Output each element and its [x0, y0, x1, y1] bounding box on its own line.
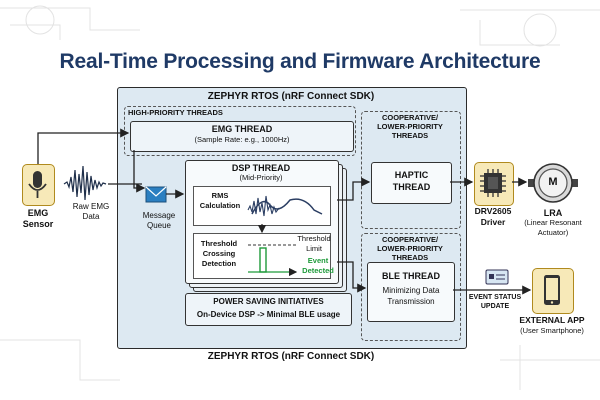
- coop-top-line1: COOPERATIVE/: [381, 113, 439, 122]
- threshold-label-line1: Threshold: [200, 239, 238, 248]
- coop-bottom-line2: LOWER-PRIORITY: [377, 244, 443, 253]
- main-title: Real-Time Processing and Firmware Archit…: [59, 50, 541, 73]
- ble-thread-sub1: Minimizing Data: [382, 286, 440, 295]
- event-status-line1: EVENT STATUS: [468, 294, 522, 301]
- driver-line2: Driver: [480, 217, 506, 227]
- dsp-thread-title: DSP THREAD: [231, 163, 291, 173]
- dsp-to-ble-arrow: [337, 261, 367, 293]
- haptic-thread-line1: HAPTIC: [394, 170, 429, 180]
- rtos-title-top: ZEPHYR RTOS (nRF Connect SDK): [207, 91, 375, 102]
- dsp-thread-sub: (Mid-Priority): [239, 173, 283, 182]
- threshold-label-line3: Detection: [201, 259, 237, 268]
- threshold-limit-line2: Limit: [306, 244, 322, 253]
- power-saving-title: POWER SAVING INITIATIVES: [213, 297, 324, 306]
- envelope-icon: [145, 186, 167, 203]
- emg-thread-title: EMG THREAD: [211, 124, 273, 134]
- lra-line1: LRA: [543, 208, 563, 218]
- event-detected-line1: Event: [307, 256, 329, 265]
- queue-label-line1: Message: [142, 211, 176, 220]
- power-saving-sub: On-Device DSP -> Minimal BLE usage: [196, 310, 341, 319]
- sensor-to-emg-arrow: [37, 128, 130, 164]
- haptic-thread-line2: THREAD: [392, 182, 431, 192]
- external-app-line2: (User Smartphone): [520, 326, 584, 335]
- threshold-label-line2: Crossing: [202, 249, 236, 258]
- rms-label-line1: RMS: [211, 191, 229, 200]
- queue-label-line2: Queue: [146, 221, 172, 230]
- high-priority-heading: HIGH-PRIORITY THREADS: [128, 108, 223, 117]
- smartphone-icon: [544, 275, 560, 305]
- chip-icon: [480, 169, 506, 197]
- event-detected-line2: Detected: [302, 266, 334, 275]
- raw-emg-waveform: [63, 165, 107, 201]
- ble-thread-sub2: Transmission: [387, 297, 435, 306]
- ble-thread-title: BLE THREAD: [382, 271, 440, 281]
- threshold-limit-line1: Threshold: [297, 234, 331, 243]
- data-card-icon: [485, 269, 509, 285]
- event-status-line2: UPDATE: [480, 303, 510, 310]
- coop-top-line2: LOWER-PRIORITY: [377, 122, 443, 131]
- lra-motor-icon: [528, 163, 578, 203]
- ble-thread-box: [367, 262, 455, 322]
- emg-sensor-line2: Sensor: [22, 219, 54, 229]
- coop-bottom-line1: COOPERATIVE/: [381, 235, 439, 244]
- coop-bottom-line3: THREADS: [391, 253, 429, 262]
- microphone-sensor-icon: [28, 171, 47, 198]
- emg-thread-box: [130, 121, 354, 152]
- coop-top-line3: THREADS: [391, 131, 429, 140]
- event-spike: [259, 247, 267, 273]
- lra-motor-letter: M: [548, 176, 558, 188]
- emg-to-queue-arrow: [133, 150, 146, 193]
- raw-data-line2: Data: [82, 212, 100, 221]
- dsp-to-haptic-arrow: [337, 177, 371, 201]
- rms-waveform: [247, 195, 280, 217]
- rms-envelope-curve: [251, 198, 323, 215]
- coop-top-region: [361, 111, 461, 229]
- external-app-line1: EXTERNAL APP: [519, 315, 585, 325]
- power-saving-box: [185, 293, 352, 326]
- raw-data-line1: Raw EMG: [72, 202, 110, 211]
- lra-line3: Actuator): [537, 228, 569, 237]
- lra-line2: (Linear Resonant: [524, 218, 582, 227]
- rms-label-line2: Calculation: [199, 201, 241, 210]
- rtos-title-bottom: ZEPHYR RTOS (nRF Connect SDK): [207, 351, 375, 362]
- emg-thread-sub: (Sample Rate: e.g., 1000Hz): [194, 135, 290, 144]
- driver-line1: DRV2605: [474, 206, 512, 216]
- haptic-thread-box: [371, 162, 452, 204]
- emg-sensor-line1: EMG: [27, 208, 49, 218]
